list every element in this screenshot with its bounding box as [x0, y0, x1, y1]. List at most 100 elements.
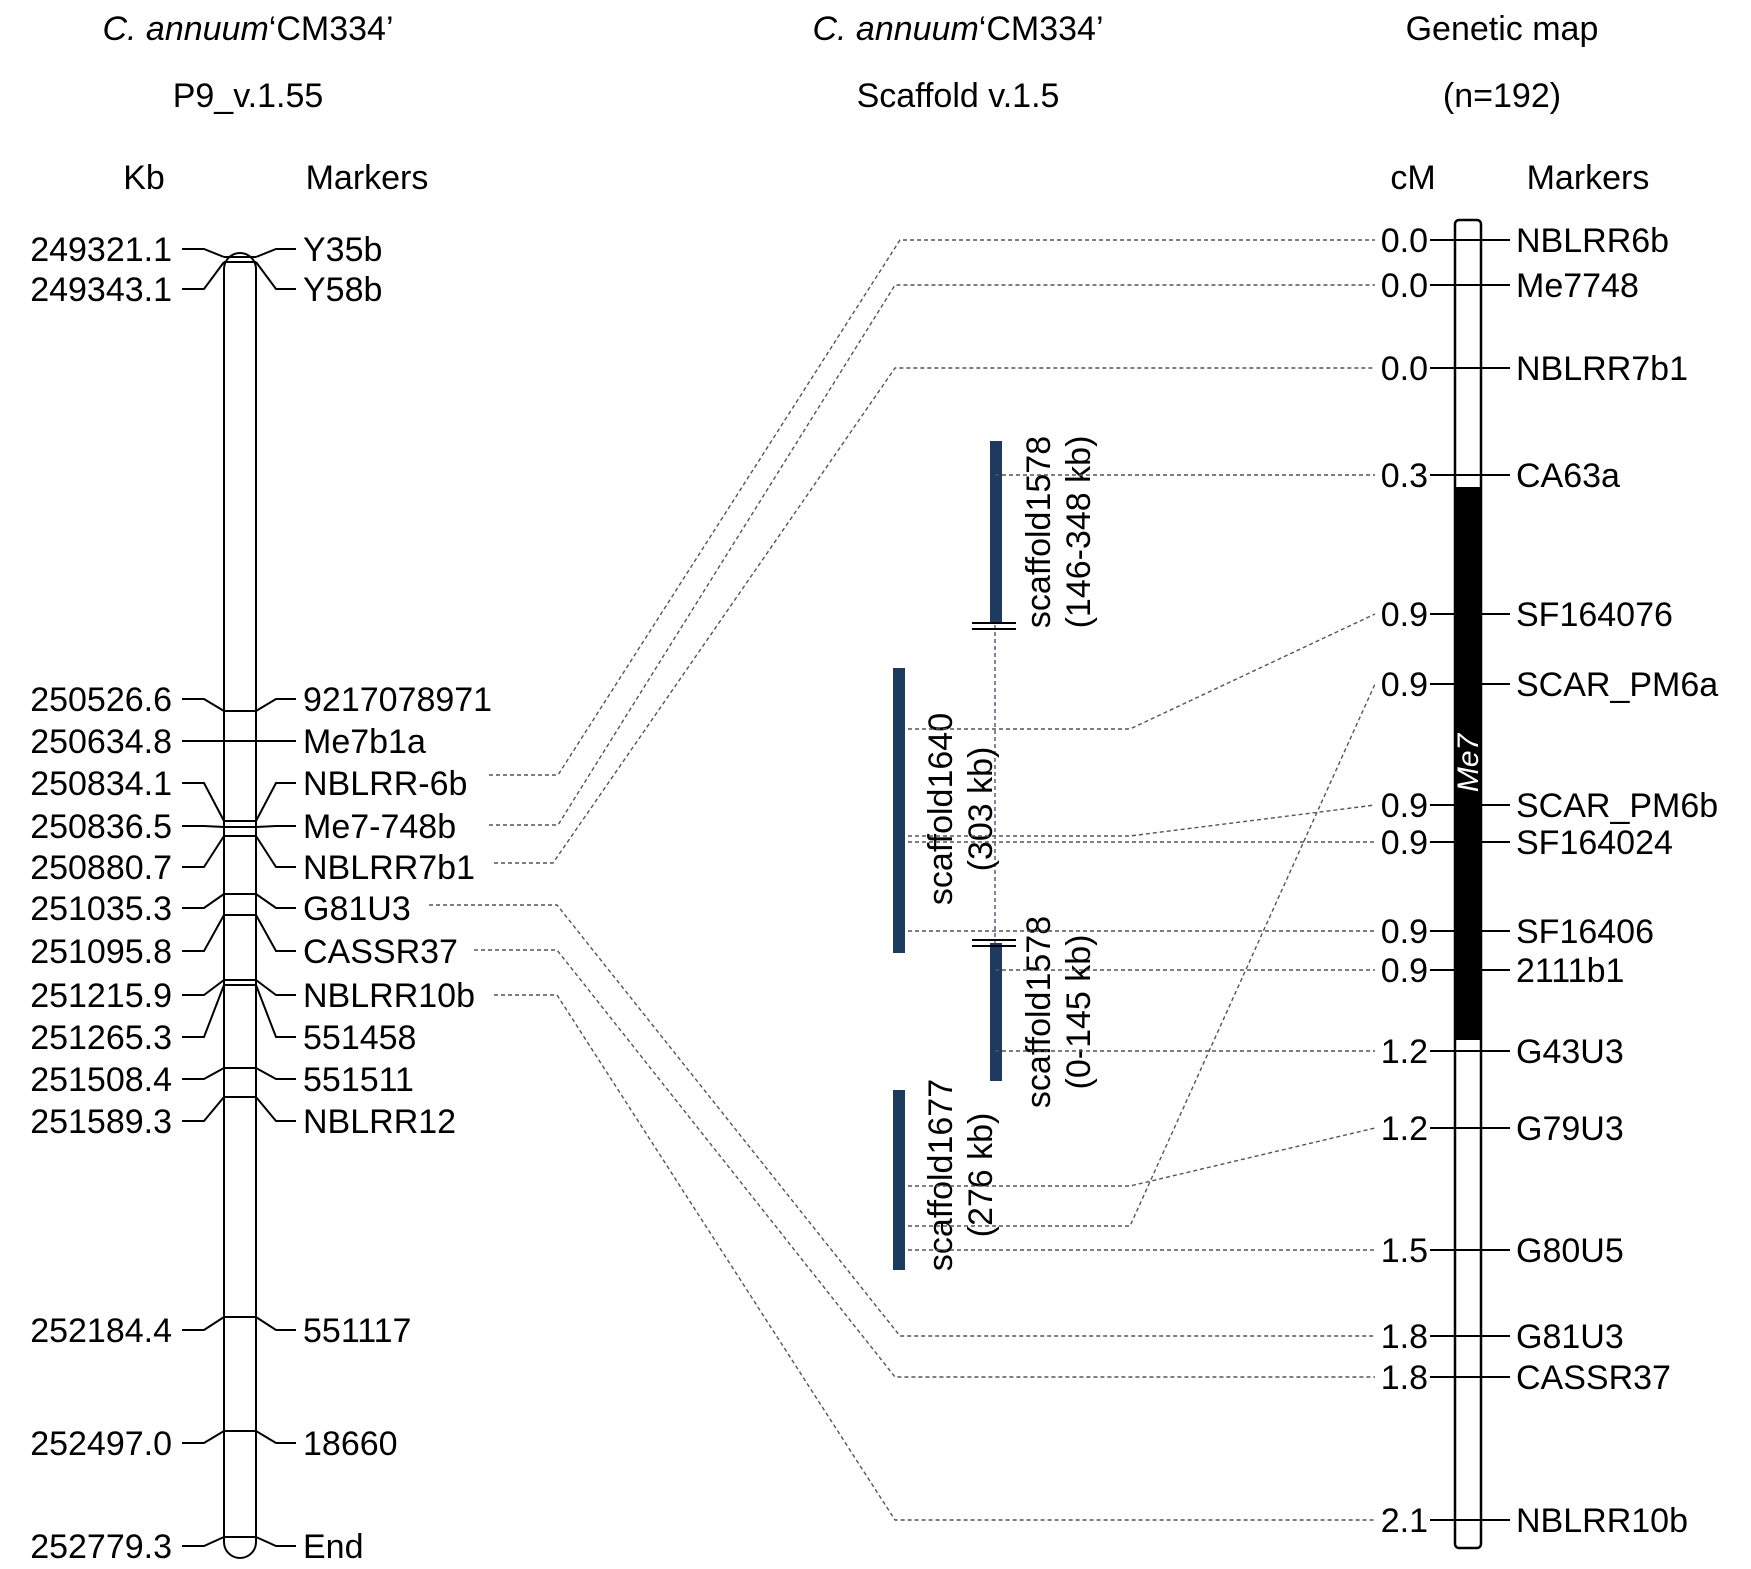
physical-left-leader [182, 1096, 225, 1122]
physical-marker-label: 551511 [303, 1061, 414, 1099]
genetic-marker-label: NBLRR6b [1516, 222, 1669, 260]
physical-marker-label: Y35b [303, 231, 382, 269]
me7-region-label: Me7 [1452, 733, 1485, 793]
physical-marker-label: 551458 [303, 1019, 416, 1057]
physical-position-label: 251589.3 [30, 1103, 172, 1141]
physical-marker-row: 250634.8 Me7b1a [30, 723, 426, 761]
physical-position-label: 252497.0 [30, 1425, 172, 1463]
connector-g81u3 [429, 904, 1375, 1337]
connector-lines [429, 239, 1376, 1521]
physical-left-leader [182, 825, 225, 828]
physical-position-label: 250880.7 [30, 849, 172, 887]
genetic-marker-label: NBLRR7b1 [1516, 350, 1688, 388]
physical-right-leader [255, 1430, 296, 1444]
physical-marker-label: Me7b1a [303, 723, 426, 761]
mid-subtitle: Scaffold v.1.5 [857, 77, 1060, 115]
genetic-marker-label: CA63a [1516, 457, 1620, 495]
physical-marker-label: End [303, 1528, 364, 1566]
physical-chromosome [223, 252, 257, 1559]
genetic-position-label: 1.5 [1381, 1232, 1428, 1270]
genetic-position-label: 0.9 [1381, 952, 1428, 990]
physical-left-leader [182, 261, 225, 290]
scaffold-bar-1578-upper [990, 441, 1002, 624]
scaffold-1677-name: scaffold1677 [922, 1079, 960, 1271]
physical-position-label: 252184.4 [30, 1312, 172, 1350]
physical-marker-row: 250526.6 9217078971 [30, 681, 492, 719]
scaffold-1677-range: (276 kb) [962, 1113, 1000, 1238]
genetic-marker-label: G79U3 [1516, 1110, 1624, 1148]
physical-position-label: 251215.9 [30, 977, 172, 1015]
connector-nblrr7b1 [494, 367, 1375, 864]
genetic-marker-label: SF16406 [1516, 913, 1654, 951]
physical-right-leader [255, 984, 296, 1038]
physical-left-leader [182, 979, 225, 996]
connector-g79u3 [908, 1127, 1376, 1187]
left-subtitle: P9_v.1.55 [173, 77, 324, 115]
physical-left-leader [182, 248, 225, 258]
scaffold-1578-lower-name: scaffold1578 [1020, 916, 1058, 1108]
physical-right-leader [255, 248, 296, 258]
genetic-position-label: 0.0 [1381, 267, 1428, 305]
physical-position-label: 249343.1 [30, 271, 172, 309]
connector-nblrr6b [489, 239, 1375, 776]
genetic-marker-row: 0.9 SF16406 [1381, 913, 1654, 951]
genetic-position-label: 1.2 [1381, 1033, 1428, 1071]
right-subtitle: (n=192) [1443, 77, 1561, 115]
genetic-markers-column-label: Markers [1527, 159, 1650, 197]
physical-position-label: 250634.8 [30, 723, 172, 761]
physical-marker-label: 18660 [303, 1425, 398, 1463]
genetic-position-label: 0.9 [1381, 824, 1428, 862]
genetic-marker-label: SF164024 [1516, 824, 1673, 862]
physical-right-leader [255, 893, 296, 909]
scaffold-bar-1578-lower [990, 943, 1002, 1081]
genetic-marker-label: SCAR_PM6a [1516, 666, 1718, 704]
genetic-position-label: 1.8 [1381, 1359, 1428, 1397]
physical-marker-label: NBLRR-6b [303, 765, 467, 803]
physical-position-label: 251265.3 [30, 1019, 172, 1057]
physical-markers-column-label: Markers [306, 159, 429, 197]
physical-position-label: 252779.3 [30, 1528, 172, 1566]
physical-right-leader [255, 1316, 296, 1331]
mid-title-species: C. annuum [812, 10, 978, 48]
genetic-marker-label: CASSR37 [1516, 1359, 1671, 1397]
connector-me7748 [489, 284, 1375, 826]
mid-title: C. annuum‘CM334’ [812, 10, 1103, 48]
connector-sf164076 [908, 613, 1376, 730]
physical-marker-label: 9217078971 [303, 681, 492, 719]
physical-marker-row: 251265.3 551458 [30, 984, 416, 1057]
mid-title-cultivar: ‘CM334’ [979, 10, 1104, 48]
genetic-marker-row: 0.9 SF164024 [1381, 824, 1673, 862]
physical-left-leader [182, 1316, 225, 1331]
connector-scar-pm6b [908, 804, 1376, 837]
physical-left-leader [182, 835, 225, 868]
physical-right-leader [255, 979, 296, 996]
physical-position-label: 251095.8 [30, 933, 172, 971]
physical-marker-row: 252779.3 End [30, 1528, 363, 1566]
physical-left-leader [182, 893, 225, 909]
genetic-position-label: 0.9 [1381, 666, 1428, 704]
physical-position-label: 250526.6 [30, 681, 172, 719]
scaffold-1578-upper-range: (146-348 kb) [1060, 436, 1098, 629]
genetic-position-label: 0.9 [1381, 913, 1428, 951]
left-title-cultivar: ‘CM334’ [269, 10, 394, 48]
genetic-marker-label: SCAR_PM6b [1516, 787, 1718, 825]
